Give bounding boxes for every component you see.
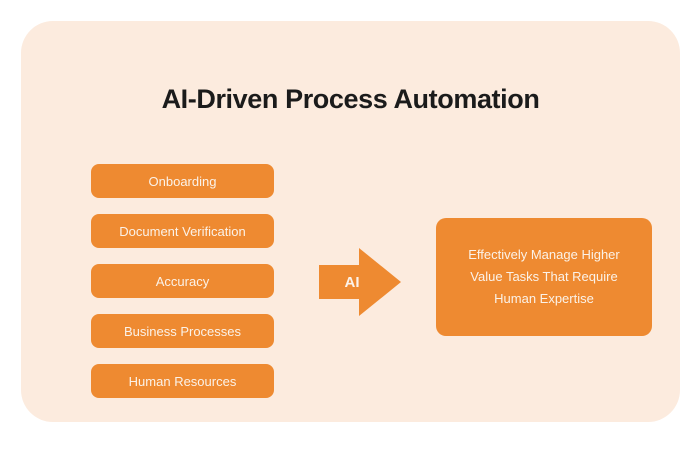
item-pill-onboarding: Onboarding [91, 164, 274, 198]
item-pill-label: Business Processes [123, 323, 242, 339]
right-arrow-icon [319, 248, 401, 316]
item-pill-label: Document Verification [119, 223, 246, 239]
diagram-panel: AI-Driven Process Automation Onboarding … [21, 21, 680, 422]
page-title: AI-Driven Process Automation [161, 84, 540, 114]
item-pill-accuracy: Accuracy [91, 264, 274, 298]
item-pill-label: Human Resources [128, 373, 237, 389]
item-pill-document-verification: Document Verification [91, 214, 274, 248]
item-pill-human-resources: Human Resources [91, 364, 274, 398]
ai-arrow-label: AI [344, 273, 360, 291]
outcome-text: Effectively Manage Higher Value Tasks Th… [468, 247, 620, 306]
item-pill-business-processes: Business Processes [91, 314, 274, 348]
outcome-box: Effectively Manage Higher Value Tasks Th… [436, 218, 652, 336]
item-pill-label: Onboarding [148, 173, 217, 189]
arrow-shape [319, 248, 401, 316]
item-pill-label: Accuracy [155, 273, 210, 289]
